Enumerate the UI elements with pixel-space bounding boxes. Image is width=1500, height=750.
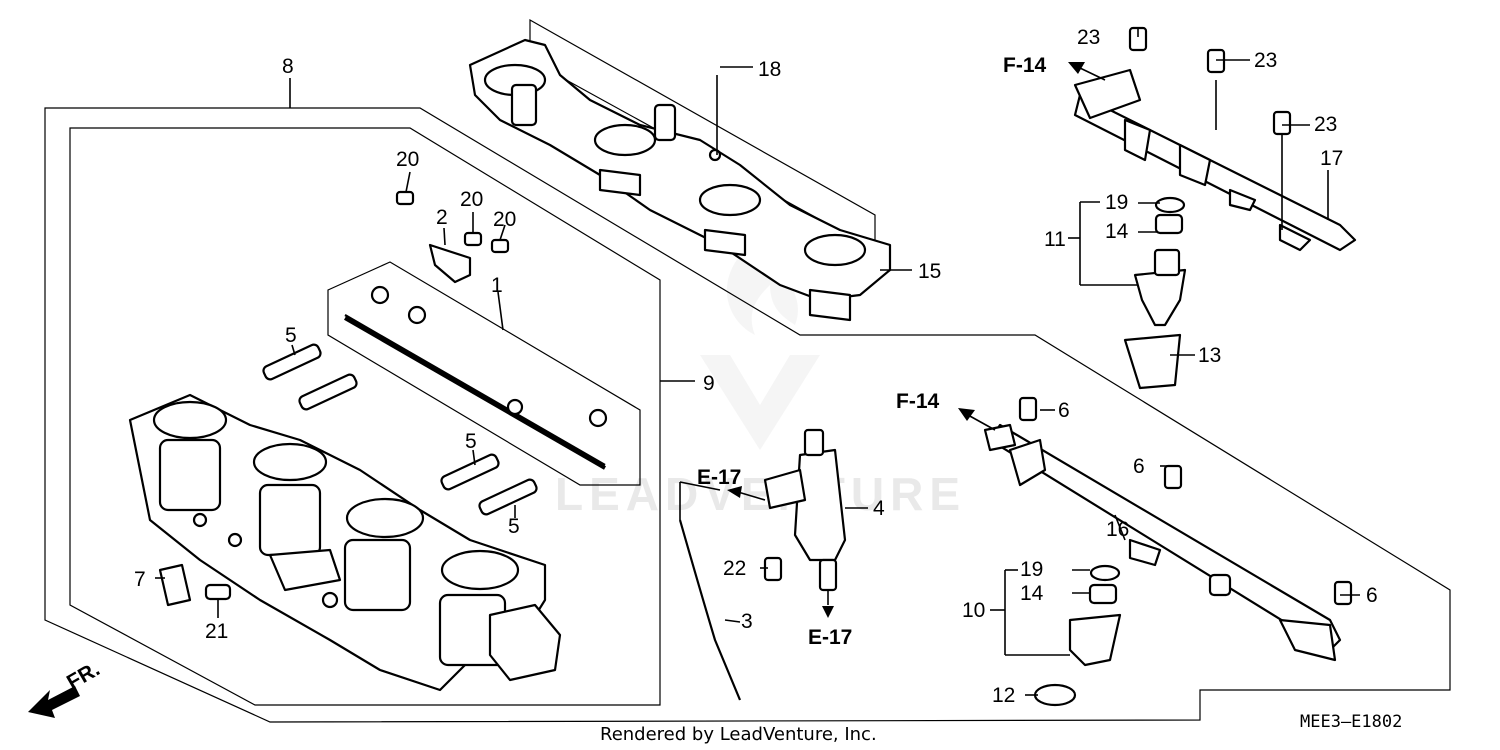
ref-f14-top: F-14 xyxy=(1003,54,1047,77)
label-7: 7 xyxy=(134,568,146,591)
label-14a: 14 xyxy=(1105,220,1129,243)
fuel-rail-lower xyxy=(983,423,1342,662)
bolts-6 xyxy=(1018,396,1353,606)
watermark-logo xyxy=(700,250,820,450)
bolt-21 xyxy=(204,583,232,601)
label-5b: 5 xyxy=(465,430,477,453)
ref-e17-left: E-17 xyxy=(697,466,741,489)
label-20a: 20 xyxy=(396,148,419,171)
group-8-outline xyxy=(44,107,1451,723)
front-arrow-icon xyxy=(28,686,80,718)
label-20c: 20 xyxy=(493,208,516,231)
ref-e17-bottom: E-17 xyxy=(808,626,852,649)
hose-3 xyxy=(678,519,742,701)
diagram-code: MEE3—E1802 xyxy=(1300,712,1402,732)
shaft xyxy=(344,285,608,470)
label-6b: 6 xyxy=(1133,455,1145,478)
reference-arrows xyxy=(727,62,1106,618)
label-5c: 5 xyxy=(508,515,520,538)
sensor-4 xyxy=(763,428,847,592)
label-4: 4 xyxy=(873,497,885,520)
label-23c: 23 xyxy=(1314,113,1337,136)
label-14b: 14 xyxy=(1020,582,1044,605)
intake-plate xyxy=(468,38,892,322)
label-16: 16 xyxy=(1106,518,1129,541)
bracket-2 xyxy=(428,243,472,284)
injector-11 xyxy=(1133,196,1187,327)
label-23b: 23 xyxy=(1254,49,1277,72)
label-11: 11 xyxy=(1044,228,1066,251)
label-5a: 5 xyxy=(285,324,297,347)
label-21: 21 xyxy=(205,620,228,643)
label-15: 15 xyxy=(918,260,941,283)
label-8: 8 xyxy=(282,55,294,78)
injector-10 xyxy=(1033,564,1122,707)
label-6c: 6 xyxy=(1366,584,1378,607)
label-23a: 23 xyxy=(1077,26,1100,49)
label-13: 13 xyxy=(1198,344,1221,367)
label-19b: 19 xyxy=(1020,558,1043,581)
bolts-23 xyxy=(1128,26,1292,136)
watermark-text: LEADVENTURE xyxy=(555,468,966,520)
label-3: 3 xyxy=(741,610,753,633)
label-12: 12 xyxy=(992,684,1015,707)
throttle-body-assembly xyxy=(128,393,562,692)
clip-7 xyxy=(158,563,192,607)
screws-5 xyxy=(262,343,538,516)
label-10: 10 xyxy=(962,599,985,622)
label-20b: 20 xyxy=(460,188,483,211)
ref-f14-mid: F-14 xyxy=(896,390,940,413)
label-1: 1 xyxy=(491,274,503,297)
label-6a: 6 xyxy=(1058,399,1070,422)
group-9-outline xyxy=(69,127,661,706)
bolt-22 xyxy=(763,556,783,582)
label-2: 2 xyxy=(436,206,448,229)
label-19a: 19 xyxy=(1105,191,1128,214)
grommet-13 xyxy=(1123,333,1182,390)
leader-lines xyxy=(155,28,1360,696)
fuel-rail-upper xyxy=(1073,68,1357,252)
group-1-outline xyxy=(327,261,641,486)
rendered-by-credit: Rendered by LeadVenture, Inc. xyxy=(600,724,877,745)
label-22: 22 xyxy=(723,557,746,580)
bolts-20 xyxy=(395,190,510,254)
label-17: 17 xyxy=(1320,147,1343,170)
front-label: FR. xyxy=(63,657,104,694)
label-18: 18 xyxy=(758,58,781,81)
label-9: 9 xyxy=(703,372,715,395)
